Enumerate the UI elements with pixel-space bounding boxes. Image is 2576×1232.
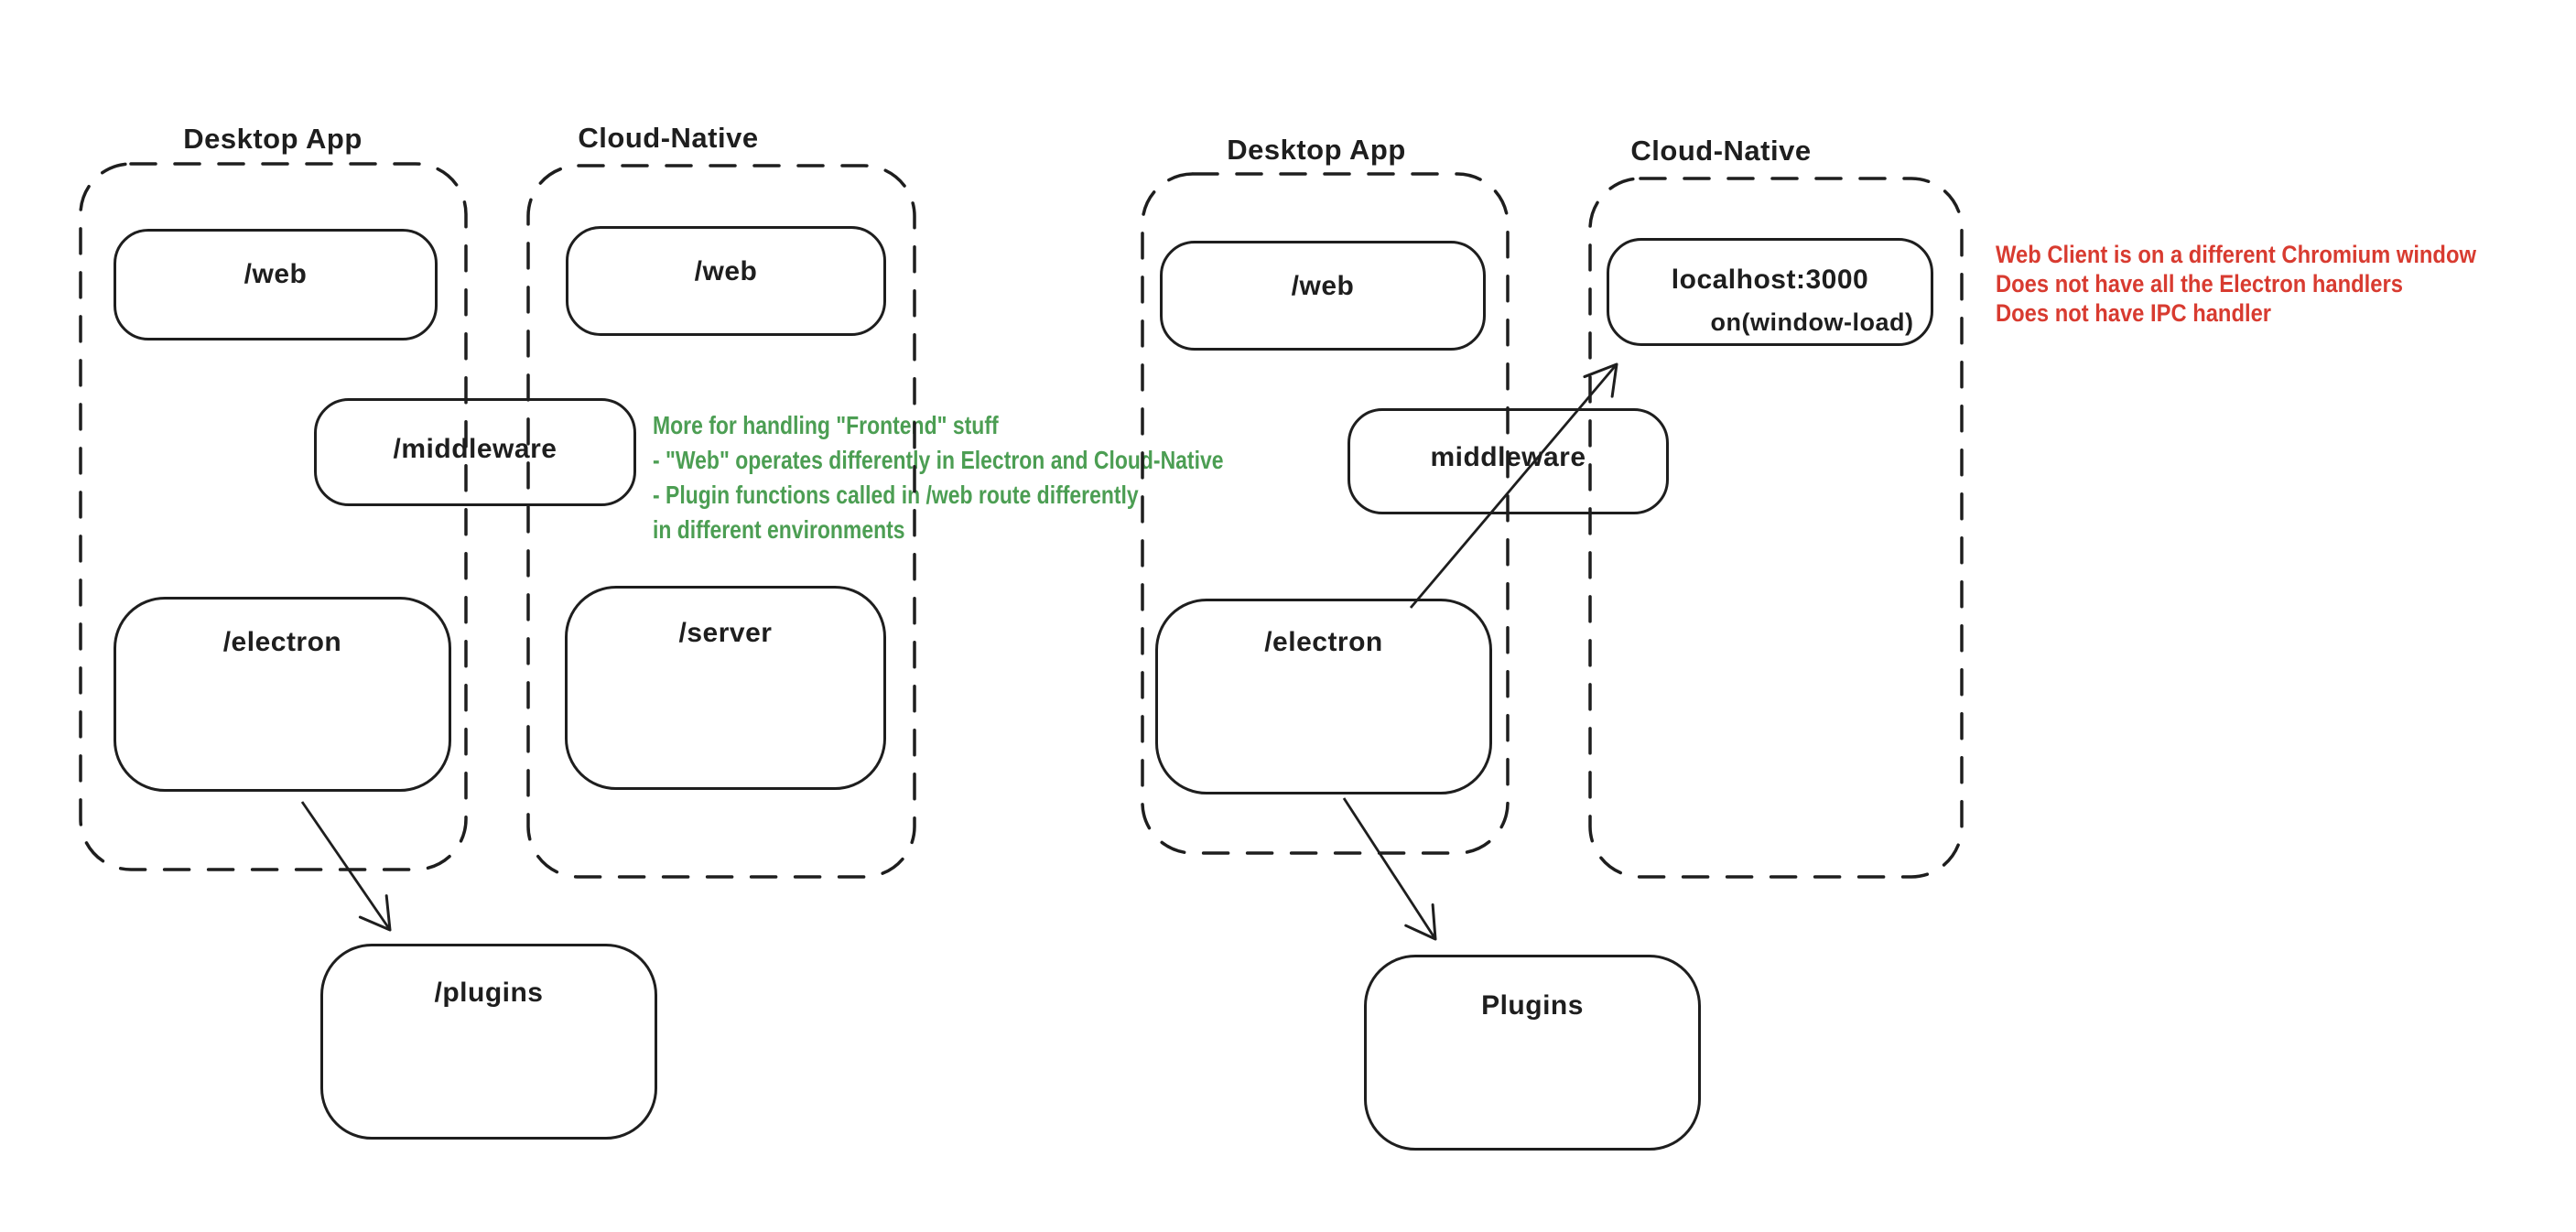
left-middleware-box: /middleware	[314, 398, 636, 506]
right-electron-label: /electron	[1264, 627, 1383, 657]
green-note-line: More for handling "Frontend" stuff	[653, 411, 999, 439]
red-note-line: Does not have all the Electron handlers	[1996, 270, 2403, 297]
right-middleware-box: middleware	[1348, 408, 1669, 514]
left-desktop-web-label: /web	[244, 259, 308, 289]
right-plugins-box: Plugins	[1364, 955, 1701, 1151]
right-desktop-web-label: /web	[1291, 271, 1355, 301]
right-cloud-native-label: Cloud-Native	[1630, 135, 1812, 167]
arrow-right-electron-to-plugins	[1342, 797, 1437, 941]
right-desktop-web-box: /web	[1160, 241, 1486, 351]
left-cloud-native-label: Cloud-Native	[578, 122, 759, 154]
left-cloud-web-box: /web	[566, 226, 886, 336]
arrow-left-electron-to-plugins	[300, 801, 392, 932]
left-electron-label: /electron	[222, 627, 342, 657]
right-middleware-label: middleware	[1430, 442, 1586, 472]
left-server-label: /server	[678, 618, 773, 648]
red-note: Web Client is on a different Chromium wi…	[1996, 240, 2476, 328]
green-note-line: - Plugin functions called in /web route …	[653, 481, 1139, 509]
left-plugins-box: /plugins	[320, 944, 657, 1140]
right-localhost-box: localhost:3000 on(window-load)	[1607, 238, 1933, 346]
left-server-box: /server	[565, 586, 886, 790]
green-note-line: - "Web" operates differently in Electron…	[653, 446, 1224, 474]
right-localhost-label: localhost:3000	[1671, 264, 1869, 295]
red-note-line: Does not have IPC handler	[1996, 299, 2272, 327]
green-note: More for handling "Frontend" stuff - "We…	[653, 408, 1224, 547]
left-plugins-label: /plugins	[434, 978, 544, 1008]
red-note-line: Web Client is on a different Chromium wi…	[1996, 241, 2476, 268]
left-desktop-app-label: Desktop App	[183, 123, 363, 155]
right-window-load-label: on(window-load)	[1710, 308, 1914, 336]
right-desktop-app-label: Desktop App	[1227, 134, 1406, 166]
left-electron-box: /electron	[114, 597, 451, 792]
green-note-line: in different environments	[653, 515, 905, 544]
right-electron-box: /electron	[1155, 599, 1492, 794]
left-cloud-web-label: /web	[694, 256, 758, 286]
right-plugins-label: Plugins	[1481, 990, 1584, 1021]
left-desktop-web-box: /web	[114, 229, 438, 340]
left-middleware-label: /middleware	[393, 434, 557, 464]
